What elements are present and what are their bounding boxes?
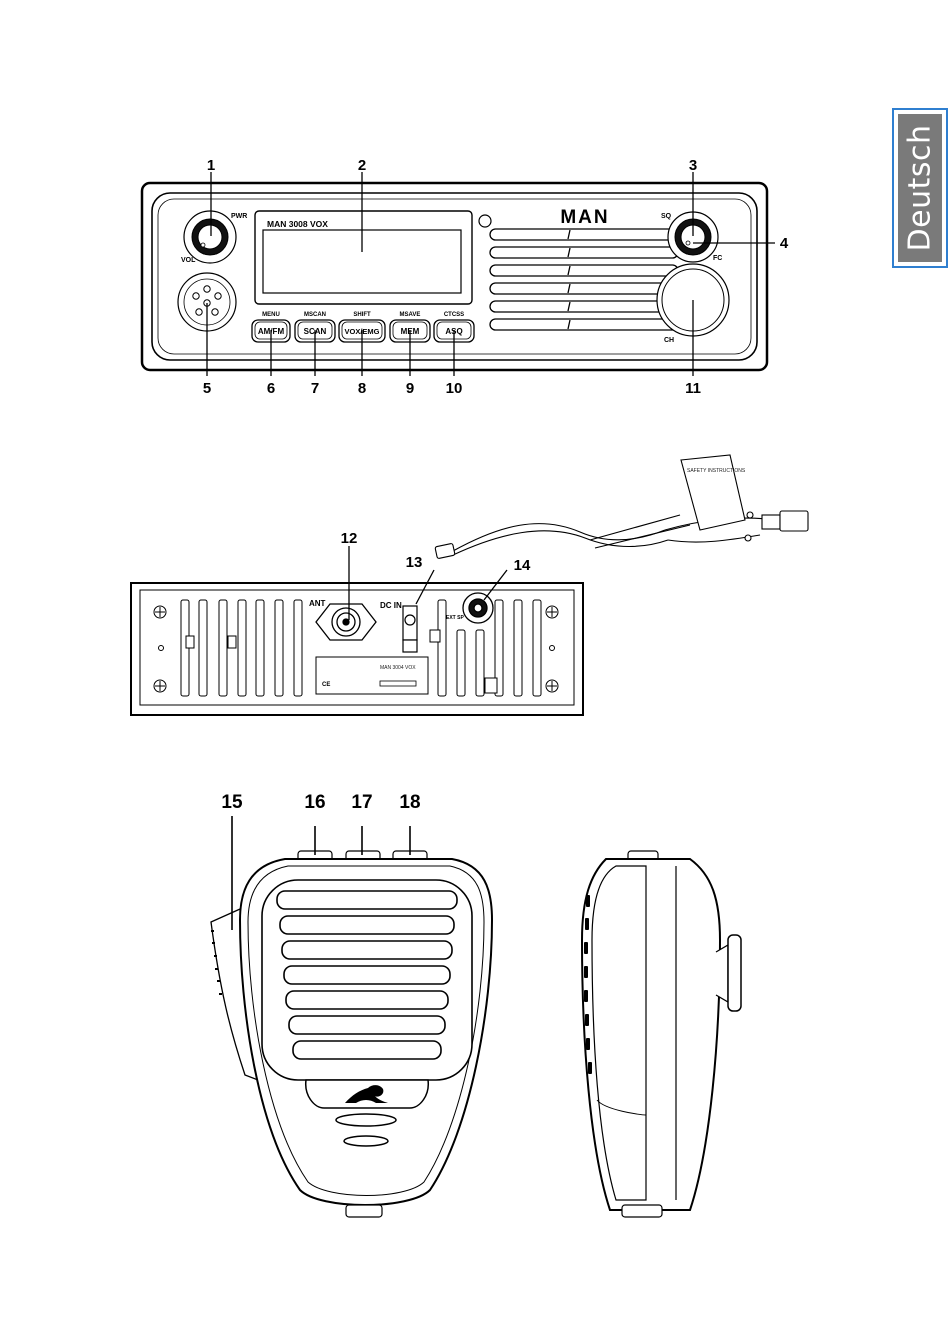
ant-label: ANT [309,599,326,608]
mic-indicator-slot [336,1114,396,1126]
callout-1: 1 [207,157,215,174]
rear-panel: ANT DC IN EXT SP MAN 3004 VOX CE 12 13 1… [131,530,583,715]
indicator-led [479,215,491,227]
sticker-barcode [380,681,416,686]
button-scan-sub: MSCAN [304,312,326,318]
display-model-text: MAN 3008 VOX [267,219,328,229]
button-am-fm-sub: MENU [262,312,280,318]
callout-11: 11 [685,380,701,397]
callout-6: 6 [267,380,275,397]
mic-side-cable-exit [622,1205,662,1217]
dc-in-label: DC IN [380,601,402,610]
mic-grille-slots [277,891,457,1059]
microphone-side [582,851,741,1217]
callout-14: 14 [514,557,531,574]
antenna-connector [316,604,376,640]
callout-15: 15 [221,792,243,813]
vol-label: VOL [181,257,196,264]
callout-13: 13 [406,554,423,571]
volume-knob [184,211,236,263]
front-panel: PWR VOL MAN 3008 VOX MAN [142,157,789,397]
callout-8: 8 [358,380,366,397]
callout-18: 18 [399,792,420,813]
model-sticker [316,657,428,694]
dc-in-socket [403,606,417,652]
callout-5: 5 [203,380,211,397]
callout-4: 4 [780,235,789,252]
power-cable [435,455,808,559]
mic-cable-exit [346,1205,382,1217]
pwr-label: PWR [231,213,247,220]
callout-2: 2 [358,157,366,174]
mic-lower-slot [344,1136,388,1146]
sticker-model-text: MAN 3004 VOX [380,665,416,671]
microphone-front: 15 16 17 18 [211,792,492,1217]
cable-tag-text: SAFETY INSTRUCTIONS [687,468,746,474]
callout-12: 12 [341,530,358,547]
callout-3: 3 [689,157,697,174]
ext-speaker-jack [463,593,493,623]
button-vox-emg-sub: SHIFT [353,312,371,318]
callout-9: 9 [406,380,414,397]
callout-16: 16 [304,792,325,813]
mic-side-body [582,859,720,1210]
ce-mark: CE [322,682,330,688]
ext-sp-label: EXT SP [446,615,464,621]
button-asq-sub: CTCSS [444,312,464,318]
mic-clip-mount [716,945,728,1002]
fc-label: FC [713,255,722,262]
callout-10: 10 [446,380,463,397]
sq-label: SQ [661,213,672,220]
mic-clip [728,935,741,1011]
callout-17: 17 [351,792,372,813]
ch-label: CH [664,337,674,344]
button-mem-sub: MSAVE [400,312,421,318]
callout-7: 7 [311,380,319,397]
brand-logo: MAN [560,207,609,228]
